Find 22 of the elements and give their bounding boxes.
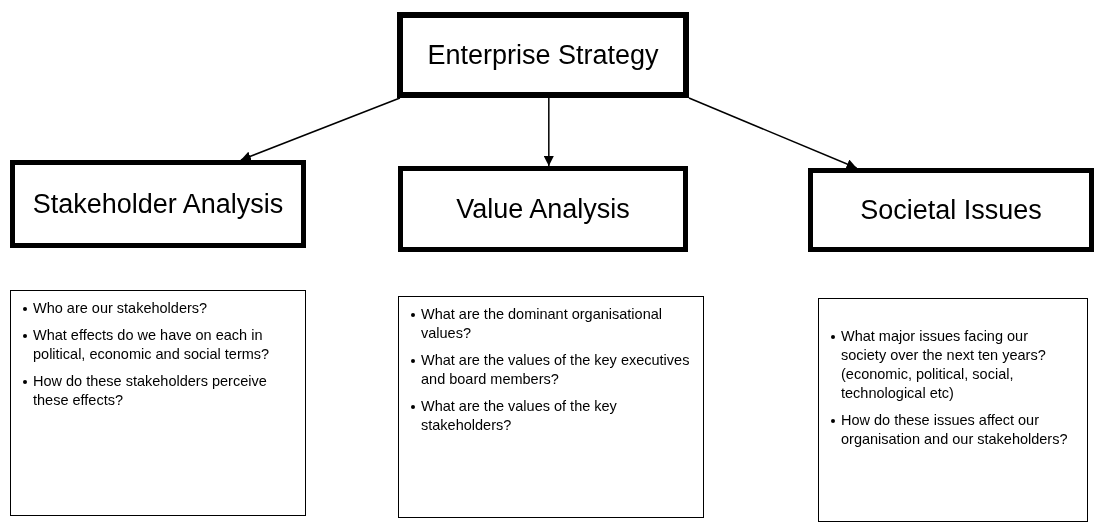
question-text: What major issues facing our society over the next ten years? (economic, political, social, technological etc) (841, 327, 1047, 403)
question-text: What are the values of the key stakeholders? (421, 397, 618, 435)
question-box (10, 290, 306, 516)
heading-text: Enterprise Strategy (426, 39, 660, 71)
question-text: How do these issues affect our organisation and our stakeholders? (841, 411, 1069, 449)
heading-box (10, 160, 306, 248)
arrow (543, 97, 554, 167)
question-text: How do these stakeholders perceive these effects? (33, 372, 268, 410)
question-box (398, 296, 704, 518)
heading-text: Stakeholder Analysis (31, 188, 285, 220)
question-text: What are the values of the key executives and board members? (421, 351, 691, 389)
question-text: What effects do we have on each in political, economic and social terms? (33, 326, 271, 364)
question-text: What are the dominant organisational values? (421, 305, 663, 343)
question-box (818, 298, 1088, 522)
arrow (688, 97, 858, 169)
heading-box (808, 168, 1094, 252)
question-text: Who are our stakeholders? (33, 299, 208, 318)
arrow (240, 97, 401, 162)
heading-text: Societal Issues (859, 194, 1043, 226)
heading-box (398, 166, 688, 252)
heading-text: Value Analysis (455, 193, 631, 225)
heading-box (397, 12, 689, 98)
